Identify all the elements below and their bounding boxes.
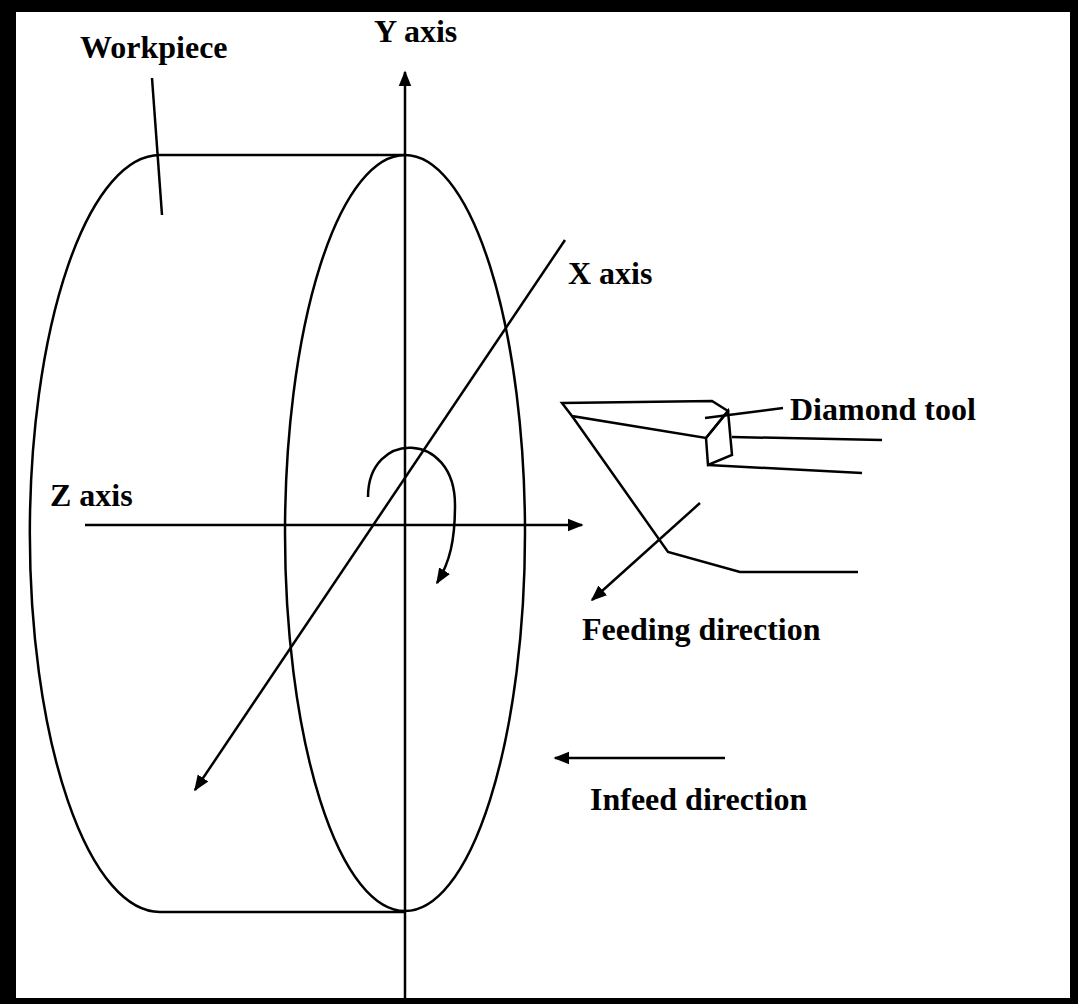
direction-label: Feeding direction — [580, 612, 823, 647]
axis-label: X axis — [566, 256, 654, 291]
diamond-tool-front — [706, 411, 732, 465]
workpiece-leader — [152, 78, 162, 215]
y-axis-line — [404, 72, 407, 1000]
part-label: Diamond tool — [788, 392, 978, 427]
rotation-arrow — [368, 448, 455, 583]
workpiece-bottom-edge — [160, 911, 405, 914]
tool-holder-edge — [732, 437, 882, 440]
workpiece-back-edge — [30, 155, 160, 912]
direction-label: Infeed direction — [588, 782, 809, 817]
part-label: Workpiece — [78, 30, 230, 65]
x-axis-line — [195, 240, 565, 790]
axis-label: Z axis — [48, 478, 135, 513]
diamond-tool-leader — [705, 408, 783, 418]
axis-label: Y axis — [372, 14, 459, 49]
z-axis-line — [85, 524, 582, 527]
workpiece-top-edge — [160, 154, 405, 157]
infeed-arrow — [555, 757, 725, 760]
feeding-arrow — [592, 503, 700, 600]
tool-shank-outline — [572, 416, 858, 572]
tool-holder-edge — [708, 465, 862, 473]
diamond-tool-top — [562, 401, 728, 438]
white-ground — [16, 12, 1070, 998]
